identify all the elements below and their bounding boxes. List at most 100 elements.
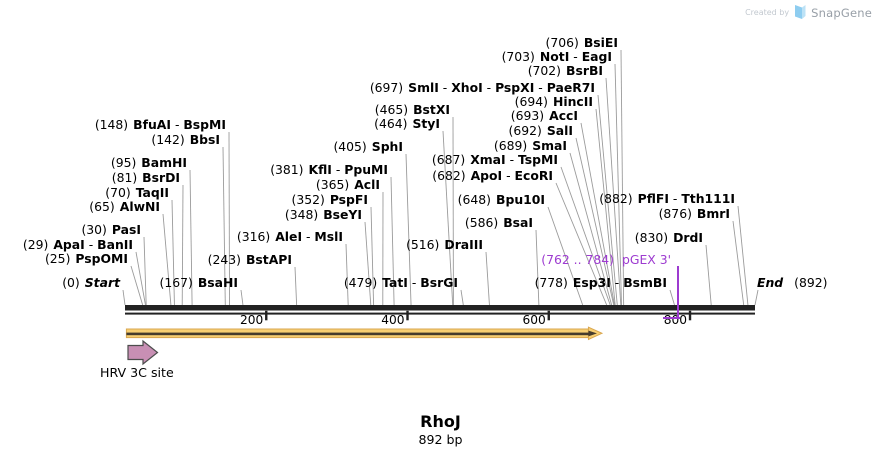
site-label-taqii[interactable]: (70)TaqII — [105, 186, 169, 199]
enzyme-name: EagI — [581, 49, 612, 64]
enzyme-name: SmlI — [408, 80, 439, 95]
site-position: (778) — [534, 275, 568, 290]
enzyme-name: PasI — [111, 222, 141, 237]
enzyme-name: PspFI — [329, 192, 368, 207]
hrv-3c-site-arrow-icon[interactable] — [127, 339, 159, 366]
site-position: (465) — [374, 102, 409, 117]
site-position: (65) — [89, 199, 115, 214]
ruler-tick-mark — [406, 310, 409, 321]
site-label-pspfi[interactable]: (352) PspFI — [291, 193, 368, 206]
site-position: (876) — [658, 206, 692, 221]
site-label-bbsi[interactable]: (142)BbsI — [151, 133, 220, 146]
site-label-bsahi[interactable]: (167) BsaHI — [160, 276, 239, 289]
site-label-bsiei[interactable]: (706)BsiEI — [546, 36, 618, 49]
site-label-pasi[interactable]: (30)PasI — [81, 223, 141, 236]
site-position: (882) — [599, 191, 633, 206]
site-label-bseyi[interactable]: (348)BseYI — [285, 208, 362, 221]
site-label-esp3i-bsmbi[interactable]: (778)Esp3I - BsmBI — [534, 275, 667, 290]
site-label-smai[interactable]: (689)SmaI — [494, 139, 567, 152]
enzyme-name: MslI — [314, 229, 343, 244]
site-label-xmai-tspmi[interactable]: (687)XmaI - TspMI — [431, 152, 558, 167]
pgex-3-primer-range: (762 .. 784) — [541, 252, 614, 267]
leader-line — [705, 244, 712, 306]
leader-line — [575, 137, 615, 306]
site-label-apoi-ecori[interactable]: (682)ApoI - EcoRI — [432, 168, 553, 183]
leader-line — [222, 146, 226, 306]
leader-line — [189, 169, 193, 306]
leader-line — [732, 220, 745, 306]
leader-line — [605, 77, 622, 306]
site-label-alei-msli[interactable]: (316)AleI - MslI — [236, 229, 343, 244]
leader-line — [370, 206, 375, 306]
enzyme-name: BfuAI — [133, 117, 171, 132]
enzyme-name: AlwNI — [119, 199, 160, 214]
site-label-acci[interactable]: (693)AccI — [511, 109, 578, 122]
enzyme-name: BsaHI — [197, 275, 238, 290]
snapgene-logo-icon — [795, 5, 806, 19]
enzyme-name: BsrGI — [420, 275, 458, 290]
enzyme-name: SalI — [546, 123, 573, 138]
pgex-3-primer-bar[interactable] — [663, 316, 680, 319]
site-label-hincii[interactable]: (694)HincII — [515, 95, 593, 108]
enzyme-name: BstAPI — [245, 252, 292, 267]
enzyme-name: BseYI — [323, 207, 362, 222]
leader-line — [555, 182, 608, 306]
site-label-bamhi[interactable]: (95)BamHI — [111, 156, 187, 169]
site-label-pflfi-tth111i[interactable]: (882)PflFI - Tth111I — [599, 191, 735, 206]
site-label-bfuai-bspmi[interactable]: (148)BfuAI - BspMI — [94, 117, 226, 132]
enzyme-name: TaqII — [135, 185, 169, 200]
leader-line — [240, 289, 244, 306]
site-position: (516) — [406, 237, 440, 252]
ruler-tick-mark — [688, 310, 692, 321]
site-label-noti-eagi[interactable]: (703)NotI - EagI — [501, 49, 612, 64]
site-label-alwni[interactable]: (65) AlwNI — [89, 200, 160, 213]
enzyme-name: DrdI — [673, 230, 703, 245]
site-label-drdi[interactable]: (830) DrdI — [635, 231, 703, 244]
site-label-start[interactable]: (0)Start — [62, 276, 120, 289]
pgex-3-primer-label[interactable]: (762 .. 784)pGEX 3' — [541, 253, 671, 266]
enzyme-name: BsrBI — [566, 63, 603, 78]
site-label-bmri[interactable]: (876) BmrI — [659, 207, 730, 220]
site-label-styi[interactable]: (464)StyI — [374, 117, 440, 130]
leader-line — [535, 229, 540, 306]
site-label-bpu10i[interactable]: (648) Bpu10I — [458, 193, 545, 206]
site-label-acli[interactable]: (365)AclI — [316, 178, 380, 191]
enzyme-name: PaeR7I — [546, 80, 595, 95]
enzyme-name: End — [757, 275, 784, 290]
site-position: (167) — [159, 275, 193, 290]
watermark: Created by SnapGene — [745, 5, 872, 20]
site-label-bstxi[interactable]: (465) BstXI — [375, 103, 450, 116]
site-label-tati-bsrgi[interactable]: (479)TatI - BsrGI — [343, 275, 458, 290]
site-position: (830) — [634, 230, 669, 245]
site-label-bsrbi[interactable]: (702)BsrBI — [528, 64, 603, 77]
site-label-smli-xhoi-pspxi-paer7i[interactable]: (697)SmlI - XhoI - PspXI - PaeR7I — [369, 80, 595, 95]
site-label-kfli-ppumi[interactable]: (381)KflI - PpuMI — [270, 162, 388, 177]
watermark-brand: SnapGene — [811, 5, 872, 20]
site-position: (352) — [291, 192, 325, 207]
enzyme-name: TspMI — [518, 152, 558, 167]
site-label-bstapi[interactable]: (243)BstAPI — [208, 253, 292, 266]
enzyme-name: BstXI — [413, 102, 450, 117]
site-label-apai-banii[interactable]: (29)ApaI - BanII — [22, 237, 133, 252]
site-label-sphi[interactable]: (405)SphI — [333, 140, 403, 153]
enzyme-name: BsmBI — [623, 275, 667, 290]
leader-line — [669, 289, 675, 306]
enzyme-name: PspXI — [495, 80, 535, 95]
enzyme-name: PpuMI — [344, 162, 388, 177]
hrv-3c-site-label[interactable]: HRV 3C site — [100, 365, 174, 380]
enzyme-name: BmrI — [696, 206, 730, 221]
leader-line — [181, 184, 184, 306]
site-label-bsai[interactable]: (586)BsaI — [465, 216, 533, 229]
leader-line — [614, 63, 622, 306]
site-label-pspomi[interactable]: (25)PspOMI — [45, 252, 128, 265]
site-label-draiii[interactable]: (516)DraIII — [406, 238, 483, 251]
enzyme-name: NotI — [539, 49, 570, 64]
site-position: (648) — [457, 192, 491, 207]
site-label-sali[interactable]: (692)SalI — [509, 124, 573, 137]
site-label-bsrdi[interactable]: (81)BsrDI — [112, 171, 180, 184]
site-label-end[interactable]: End(892) — [757, 276, 827, 289]
leader-line — [405, 153, 412, 306]
site-position: (694) — [514, 94, 548, 109]
site-position: (682) — [432, 168, 466, 183]
enzyme-name: Bpu10I — [496, 192, 545, 207]
